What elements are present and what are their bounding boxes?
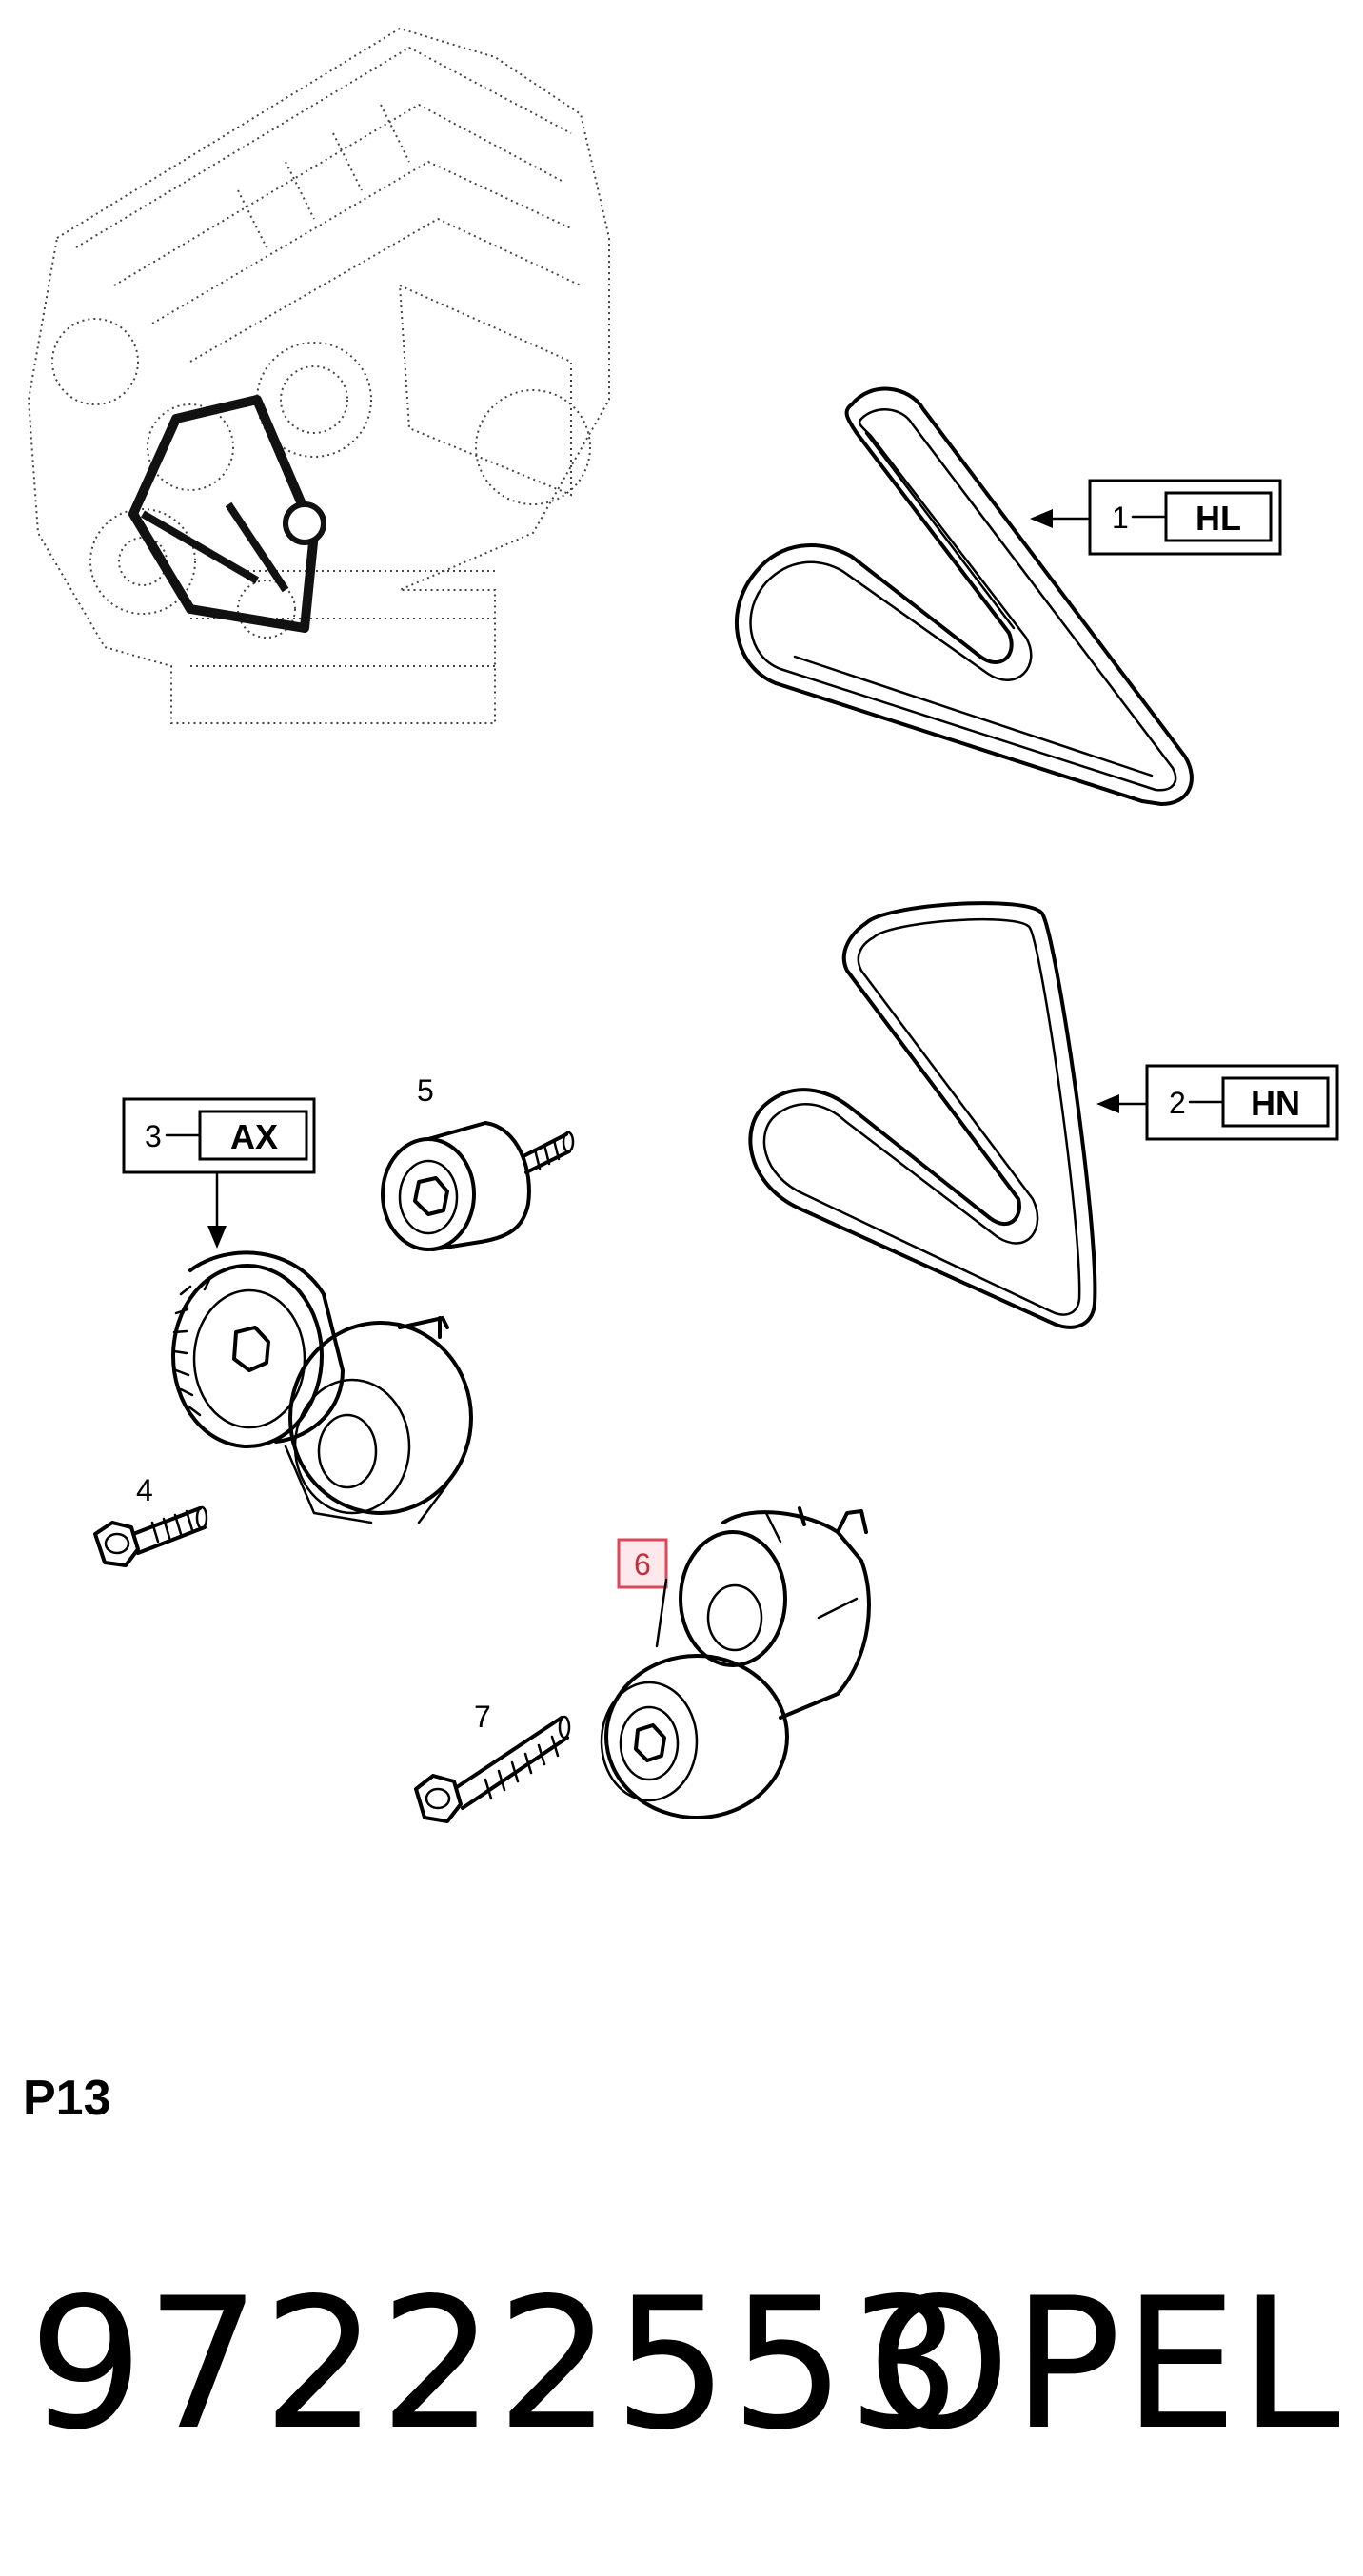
callout-1 bbox=[1030, 479, 1282, 556]
callout-3 bbox=[122, 1097, 316, 1249]
callout-2-code: HN bbox=[1251, 1084, 1300, 1123]
drive-belt-1 bbox=[735, 386, 1194, 807]
callout-4-number: 4 bbox=[136, 1473, 153, 1507]
callout-3-number: 3 bbox=[145, 1119, 162, 1153]
callout-6-highlight-box bbox=[617, 1538, 668, 1589]
idler-pulley-5 bbox=[381, 1121, 575, 1251]
part-number: 97222553 bbox=[29, 2259, 965, 2469]
engine-illustration bbox=[27, 27, 610, 724]
callout-7-number: 7 bbox=[474, 1700, 491, 1734]
bolt-4 bbox=[93, 1505, 208, 1567]
brand-name: OPEL bbox=[867, 2259, 1342, 2469]
callout-5-number: 5 bbox=[417, 1073, 434, 1108]
tensioner-assembly-3 bbox=[171, 1250, 473, 1524]
callout-2-number: 2 bbox=[1169, 1086, 1186, 1120]
callout-1-code: HL bbox=[1195, 499, 1241, 538]
callout-2 bbox=[1096, 1064, 1339, 1141]
page-label: P13 bbox=[23, 2071, 111, 2126]
tensioner-6 bbox=[600, 1506, 871, 1819]
drive-belt-2 bbox=[748, 901, 1097, 1329]
callout-3-code: AX bbox=[230, 1117, 278, 1156]
callout-6-number: 6 bbox=[634, 1547, 651, 1582]
bolt-7 bbox=[414, 1715, 571, 1823]
callout-1-number: 1 bbox=[1112, 501, 1129, 535]
